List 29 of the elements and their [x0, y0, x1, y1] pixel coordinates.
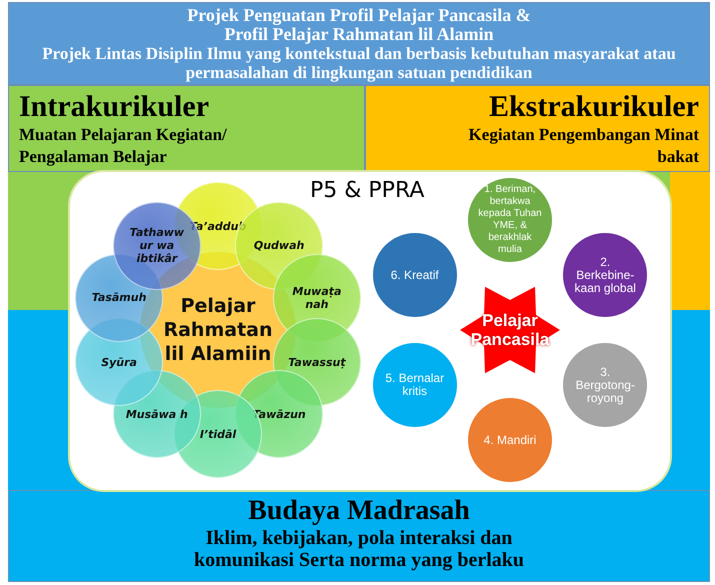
panel-text: Muatan Pelajaran Kegiatan/ Pengalaman Belajar	[19, 124, 228, 168]
circle-label: 1. Beriman, bertakwa kepada Tuhan YME, & berakhlak mulia	[477, 184, 543, 256]
circle-label: 5. Bernalar kritis	[384, 372, 446, 398]
title-banner	[8, 2, 710, 85]
panel-heading: Ekstrakurikuler	[488, 90, 699, 124]
circle-label: Tawassuṭ	[287, 356, 347, 369]
circle-label: Tasāmuh	[90, 291, 148, 304]
circle-label: 3. Bergotong-royong	[574, 366, 636, 404]
circle-label: Tathaww ur wa ibtikâr	[128, 226, 186, 266]
subtitle: Projek Lintas Disiplin Ilmu yang kontekstual dan berbasis kebutuhan masyarakat atau permasalahan di lingkungan satuan pendidikan	[41, 44, 677, 82]
panel-text: Iklim, kebijakan, pola interaksi dan komunikasi Serta norma yang berlaku	[192, 527, 526, 571]
circle-label: Muwaṭa nah	[291, 284, 342, 311]
circle-label: I’tidāl	[198, 428, 238, 440]
card-heading: P5 & PPRA	[310, 178, 424, 203]
panel	[8, 490, 710, 582]
circle-label: Qudwah	[252, 239, 306, 252]
panel-heading: Budaya Madrasah	[247, 495, 471, 527]
circle-label: 6. Kreatif	[390, 268, 440, 282]
title: Projek Penguatan Profil Pelajar Pancasila & Profil Pelajar Rahmatan lil Alamin	[186, 6, 532, 44]
circle-label: Syūra	[100, 356, 138, 369]
panel-text: Kegiatan Pengembangan Minat bakat	[468, 124, 699, 168]
center-label: Pelajar Rahmatan lil Alamiin	[162, 294, 274, 366]
circle-label: 4. Mandiri	[482, 434, 538, 446]
panel	[365, 85, 710, 172]
panel-heading: Intrakurikuler	[19, 90, 210, 124]
circle-label: Musāwa h	[126, 408, 188, 421]
panel	[8, 85, 365, 172]
circle-label: 2. Berkebine-kaan global	[574, 256, 637, 294]
circle-label: Tawāzun	[251, 408, 307, 421]
